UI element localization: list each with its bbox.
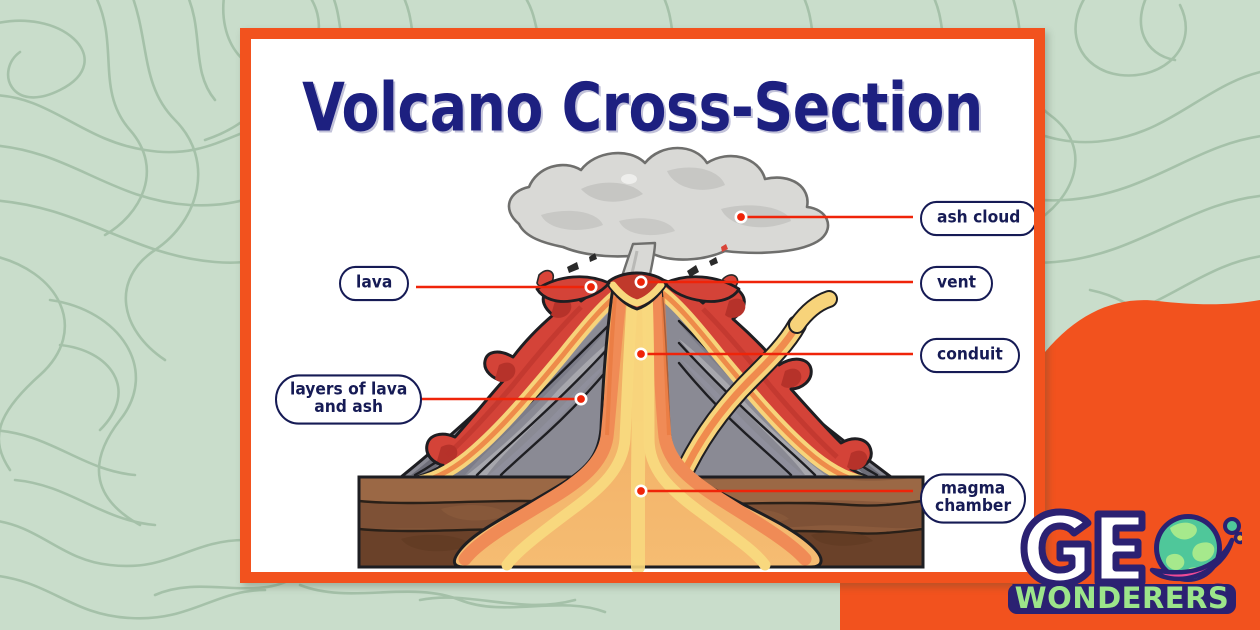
endpoint-lava	[584, 280, 598, 294]
logo-wonderers-text: WONDERERS	[1015, 581, 1230, 615]
endpoint-ash-cloud	[734, 210, 748, 224]
logo-word-wonderers: WONDERERS	[1008, 579, 1236, 616]
poster-card: Volcano Cross-Section	[240, 28, 1045, 583]
label-conduit[interactable]: conduit	[920, 337, 1020, 373]
label-lava[interactable]: lava	[339, 265, 410, 301]
lava-yellow-lining	[412, 282, 870, 489]
lava-flow-layer	[399, 277, 891, 485]
label-magma-chamber[interactable]: magma chamber	[920, 473, 1027, 524]
ejecta-particles	[567, 244, 728, 277]
volcano-cross-section-diagram	[357, 146, 925, 572]
page-title: Volcano Cross-Section	[302, 69, 983, 147]
logo-letter-e	[1094, 510, 1146, 586]
label-lava-text: lava	[356, 272, 393, 292]
endpoint-magma	[634, 484, 648, 498]
crater-vent	[535, 271, 741, 311]
endpoint-conduit	[634, 347, 648, 361]
label-layers-line2: and ash	[314, 396, 384, 416]
endpoint-vent	[634, 275, 648, 289]
magma-chamber-and-conduit	[453, 282, 823, 572]
leader-line-endpoints	[574, 210, 748, 498]
label-magma-chamber-line2: chamber	[935, 495, 1012, 515]
logo-letter-g	[1020, 508, 1092, 588]
label-ash-cloud[interactable]: ash cloud	[920, 200, 1034, 236]
orbit-swoosh	[1149, 537, 1235, 582]
poster-inner-surface: Volcano Cross-Section	[251, 39, 1034, 572]
label-vent-text: vent	[937, 272, 977, 292]
label-conduit-text: conduit	[937, 344, 1003, 364]
label-ash-cloud-text: ash cloud	[937, 207, 1021, 227]
label-vent[interactable]: vent	[920, 265, 994, 301]
geo-wonderers-logo: WONDERERS	[1008, 508, 1242, 616]
globe-icon	[1149, 514, 1242, 582]
label-layers-line1: layers of lava	[290, 379, 408, 399]
side-conduit-branch	[671, 290, 838, 489]
label-magma-chamber-line1: magma	[940, 478, 1006, 498]
logo-word-geo	[1020, 508, 1146, 588]
label-layers-of-lava-and-ash[interactable]: layers of lava and ash	[275, 374, 423, 425]
endpoint-layers	[574, 392, 588, 406]
